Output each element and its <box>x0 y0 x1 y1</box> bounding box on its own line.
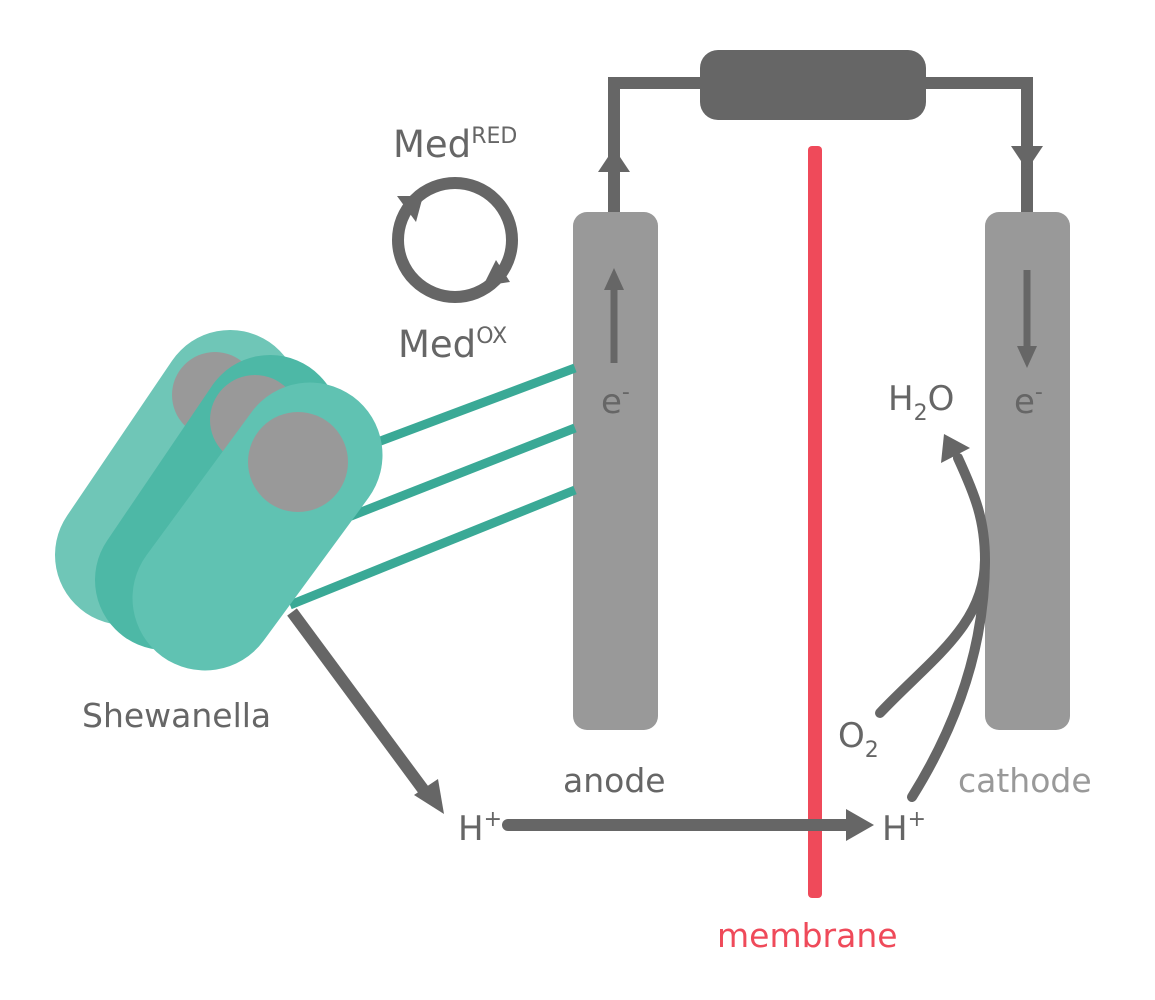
cathode-electron-label: e- <box>1014 380 1043 422</box>
cathode-electrode <box>985 212 1070 730</box>
proton-right-label: H+ <box>882 807 926 849</box>
med-ox-label: MedOX <box>398 323 507 366</box>
med-red-label: MedRED <box>393 123 517 166</box>
cathode-electron-arrow-icon <box>1017 270 1037 368</box>
water-formation-arrow-icon <box>941 434 970 463</box>
shewanella-label: Shewanella <box>82 696 271 735</box>
load-resistor <box>700 50 926 120</box>
mediator-cycle-icon <box>392 177 518 303</box>
anode-electrode <box>573 212 658 730</box>
membrane-line <box>808 146 822 898</box>
nucleus-front <box>248 412 348 512</box>
shewanella-front <box>132 382 383 671</box>
anode-electron-arrow-icon <box>604 268 624 363</box>
cathode-label: cathode <box>958 761 1092 800</box>
water-label: H2O <box>888 379 954 426</box>
membrane-label: membrane <box>717 916 898 955</box>
proton-transfer-arrow-icon <box>502 809 874 841</box>
wire-arrow-down-icon <box>1011 146 1043 170</box>
proton-release-arrow-icon <box>287 608 444 814</box>
anode-electron-label: e- <box>601 380 630 422</box>
oxygen-label: O2 <box>838 716 879 763</box>
anode-label: anode <box>563 761 666 800</box>
proton-left-label: H+ <box>458 807 502 849</box>
cathode-reaction-curves <box>875 434 991 802</box>
wire-arrow-up-icon <box>598 148 630 172</box>
